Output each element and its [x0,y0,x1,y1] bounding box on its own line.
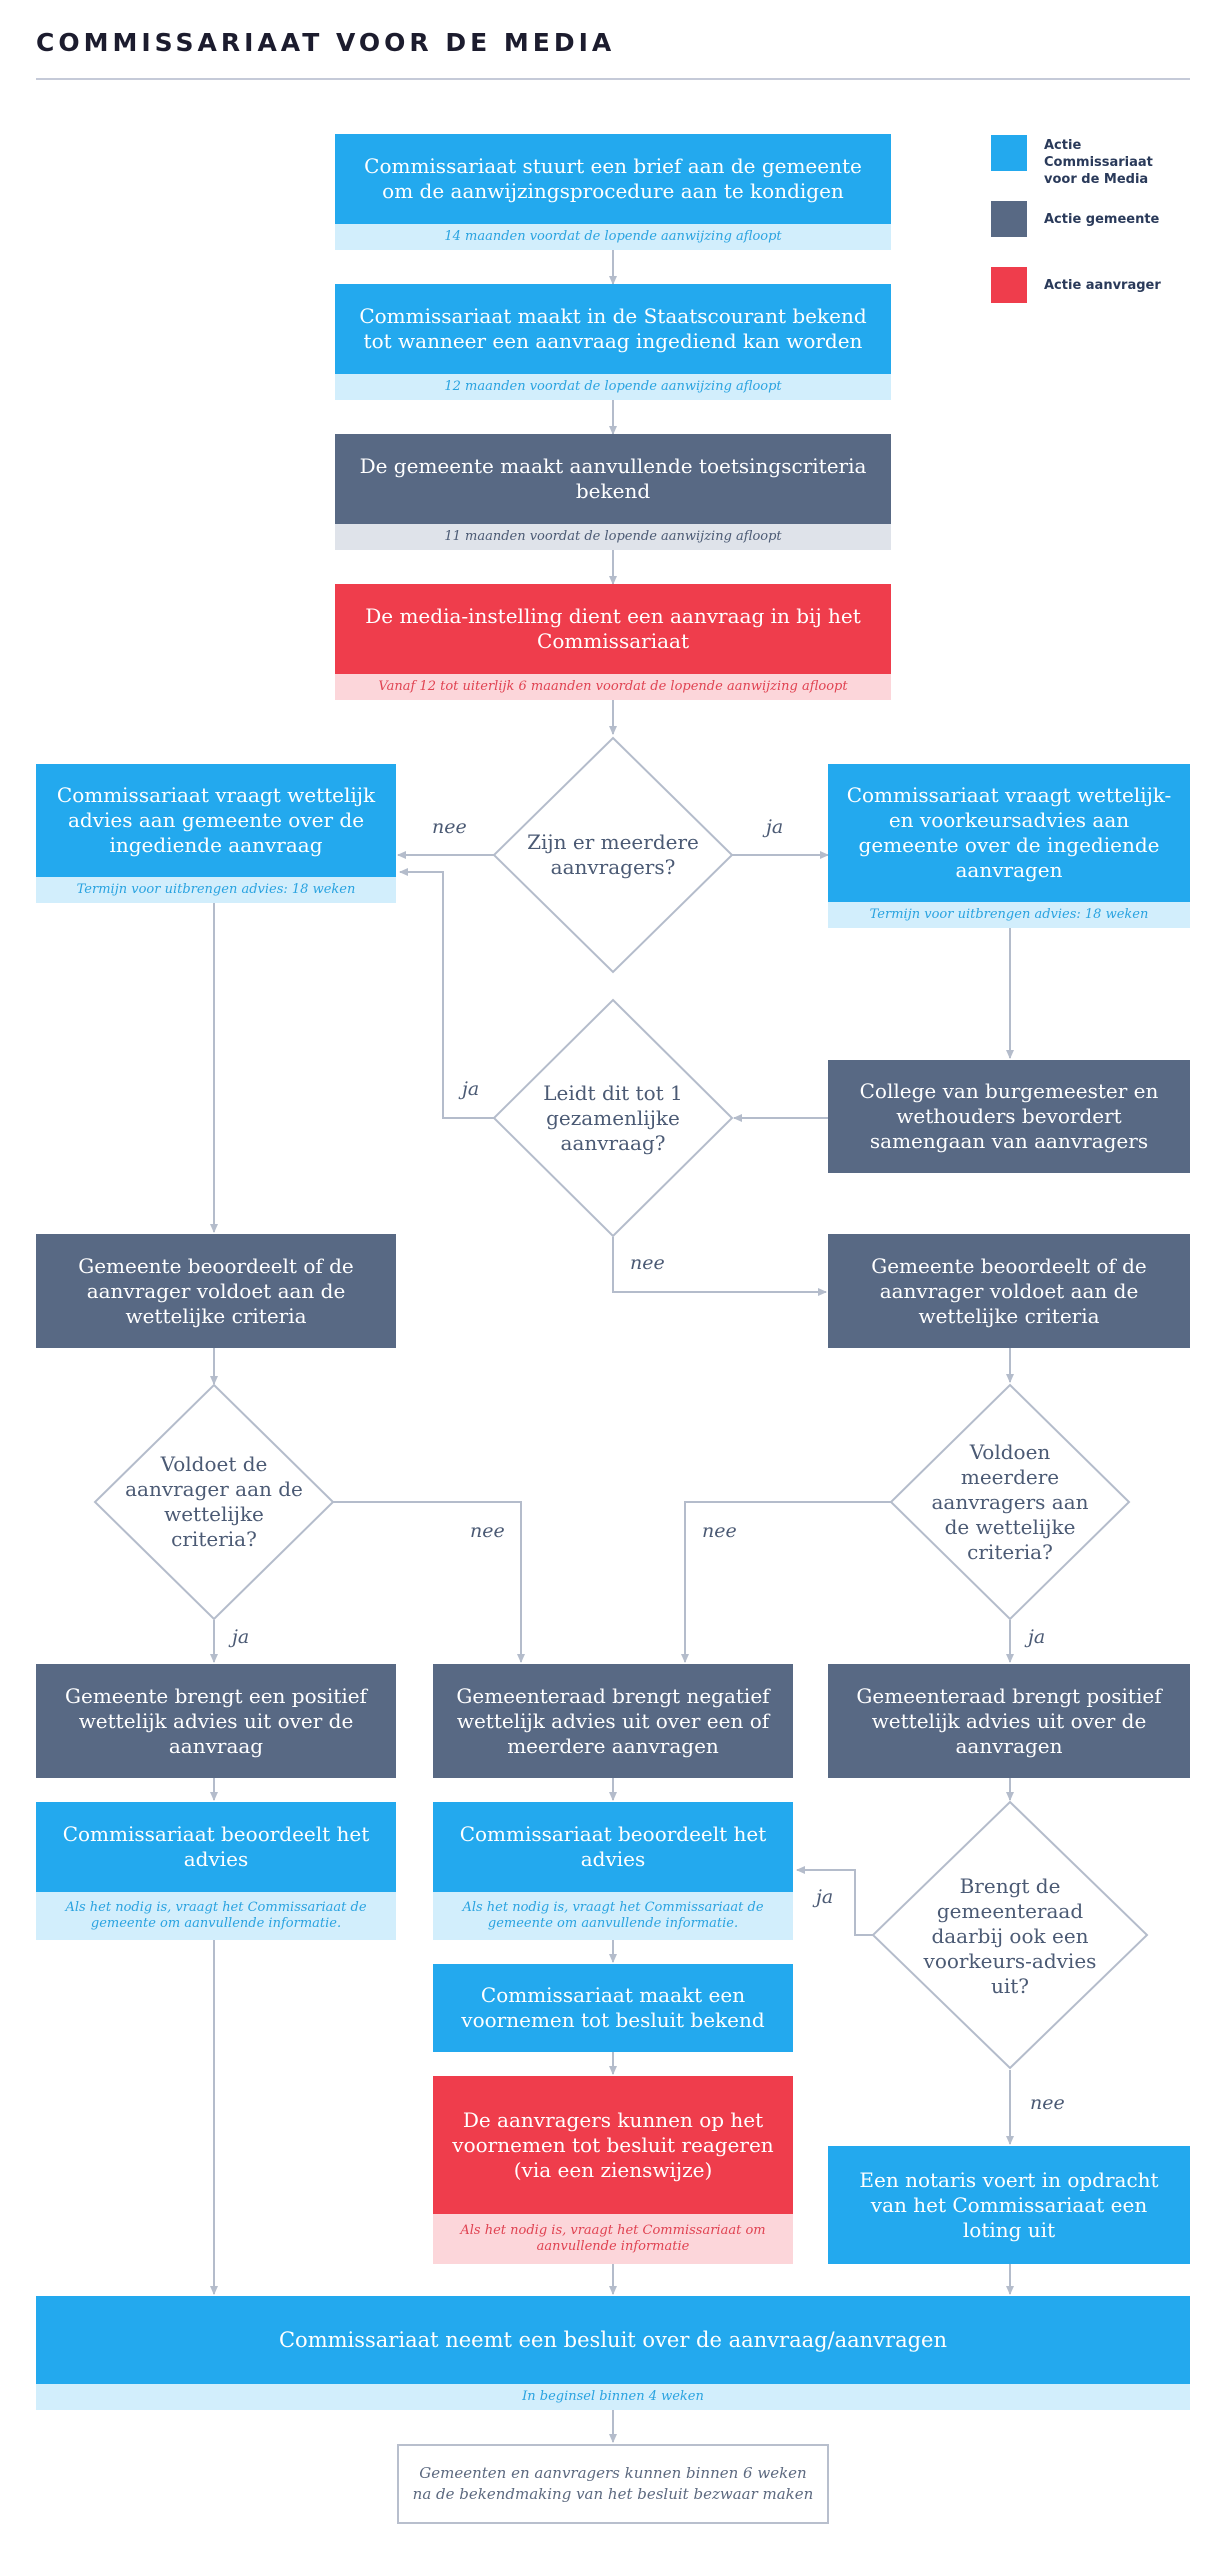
label-no-d3: nee [470,1520,505,1542]
decision-multiple-applicants: Zijn er meerdere aanvragers? [527,830,699,879]
step-final-decision-note: In beginsel binnen 4 weken [36,2384,1190,2410]
decision-preference-advice: Brengt de gemeenteraad daarbij ook een v… [923,1873,1097,1998]
label-yes-d3: ja [232,1626,250,1648]
label-no-d5: nee [1030,2092,1065,2114]
decision-diamond-d4 [889,1383,1131,1621]
label-yes-d1: ja [766,816,784,838]
step-mid-review-advice: Commissariaat beoordeelt het advies [433,1802,793,1892]
step-announce-letter-note: 14 maanden voordat de lopende aanwijzing… [335,224,891,250]
step-staatscourant-note: 12 maanden voordat de lopende aanwijzing… [335,374,891,400]
arrow-d2-yes [399,868,494,1119]
step-applicants-react-note: Als het nodig is, vraagt het Commissaria… [433,2214,793,2264]
arrow-d5-yes [796,1866,891,1936]
decision-multiple-meet-criteria: Voldoen meerdere aanvragers aan de wette… [931,1439,1089,1564]
header-divider [36,78,1190,80]
decision-applicant-meets-criteria: Voldoet de aanvrager aan de wettelijke c… [125,1452,303,1551]
legend-swatch-aanvrager [991,267,1027,303]
legend-label-commissariaat: Actie Commissariaat voor de Media [1044,138,1153,187]
step-left-advice-request-note: Termijn voor uitbrengen advies: 18 weken [36,877,396,903]
label-no-d2: nee [630,1252,665,1274]
step-staatscourant: Commissariaat maakt in de Staatscourant … [335,284,891,374]
step-negative-advice: Gemeenteraad brengt negatief wettelijk a… [433,1664,793,1778]
step-intention-decision: Commissariaat maakt een voornemen tot be… [433,1964,793,2052]
step-applicants-react: De aanvragers kunnen op het voornemen to… [433,2076,793,2214]
step-right-assess: Gemeente beoordeelt of de aanvrager vold… [828,1234,1190,1348]
step-left-review-advice: Commissariaat beoordeelt het advies [36,1802,396,1892]
legend-swatch-commissariaat [991,135,1027,171]
decision-diamond-d5 [871,1800,1149,2070]
step-submit-application: De media-instelling dient een aanvraag i… [335,584,891,674]
step-notary-lottery: Een notaris voert in opdracht van het Co… [828,2146,1190,2264]
legend-swatch-gemeente [991,201,1027,237]
step-college-merge: College van burgemeester en wethouders b… [828,1060,1190,1173]
step-objection: Gemeenten en aanvragers kunnen binnen 6 … [397,2444,829,2524]
label-no-d4: nee [702,1520,737,1542]
decision-diamond-d2 [492,998,734,1238]
step-right-advice-request-note: Termijn voor uitbrengen advies: 18 weken [828,902,1190,928]
step-final-decision: Commissariaat neemt een besluit over de … [36,2296,1190,2384]
step-left-assess: Gemeente beoordeelt of de aanvrager vold… [36,1234,396,1348]
step-criteria-note: 11 maanden voordat de lopende aanwijzing… [335,524,891,550]
step-left-advice-request: Commissariaat vraagt wettelijk advies aa… [36,764,396,877]
step-criteria: De gemeente maakt aanvullende toetsingsc… [335,434,891,524]
step-submit-application-note: Vanaf 12 tot uiterlijk 6 maanden voordat… [335,674,891,700]
step-left-positive-advice: Gemeente brengt een positief wettelijk a… [36,1664,396,1778]
step-mid-review-advice-note: Als het nodig is, vraagt het Commissaria… [433,1892,793,1940]
step-left-review-advice-note: Als het nodig is, vraagt het Commissaria… [36,1892,396,1940]
step-announce-letter: Commissariaat stuurt een brief aan de ge… [335,134,891,224]
decision-joint-application: Leidt dit tot 1 gezamenlijke aanvraag? [543,1080,683,1155]
step-right-advice-request: Commissariaat vraagt wettelijk- en voork… [828,764,1190,902]
label-yes-d4: ja [1028,1626,1046,1648]
arrow-d4-no [681,1501,891,1663]
step-right-positive-advice: Gemeenteraad brengt positief wettelijk a… [828,1664,1190,1778]
label-no-d1: nee [432,816,467,838]
arrow-d3-no [333,1501,525,1663]
arrow-d2-no [612,1237,827,1296]
decision-diamond-d3 [93,1383,335,1621]
label-yes-d2: ja [462,1078,480,1100]
legend-label-gemeente: Actie gemeente [1044,212,1160,227]
page-title: COMMISSARIAAT VOOR DE MEDIA [36,28,616,57]
label-yes-d5: ja [816,1886,834,1908]
legend-label-aanvrager: Actie aanvrager [1044,278,1161,293]
decision-diamond-d1 [492,736,734,974]
